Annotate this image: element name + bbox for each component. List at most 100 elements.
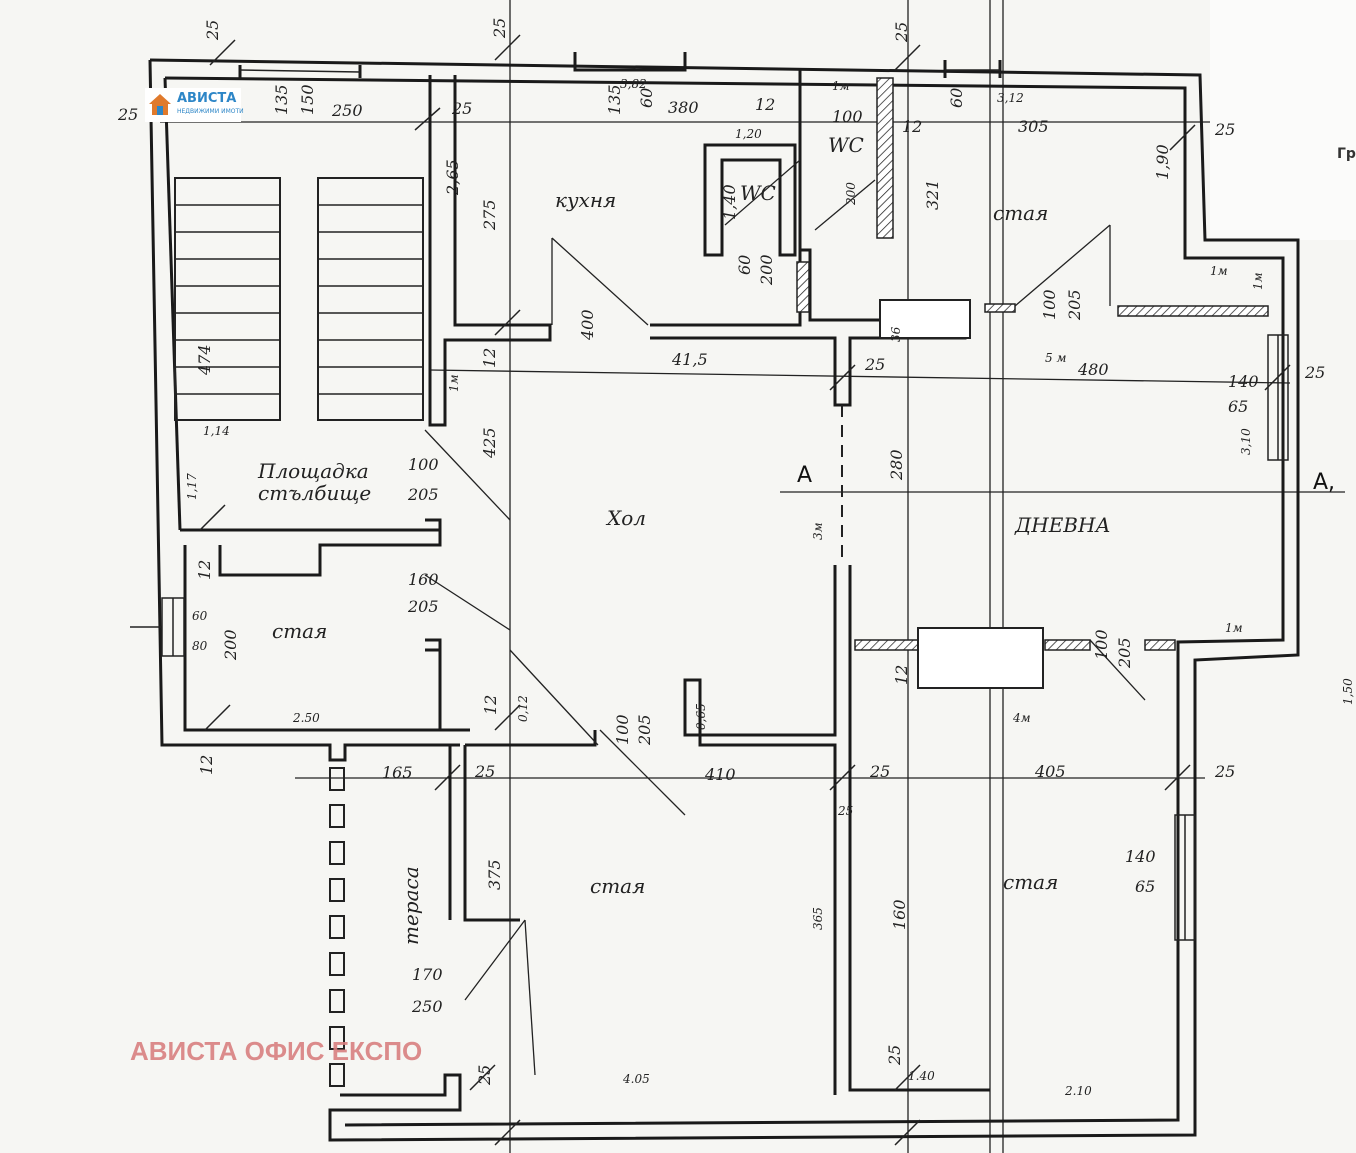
dim-label: 4м: [1012, 711, 1031, 725]
dimension-labels: 25 135 150 250 25 2,65 275 135 3,82 380 …: [117, 18, 1355, 1098]
dim-label: 25: [1214, 762, 1235, 781]
dim-label: 150: [298, 84, 317, 115]
dim-label: 41,5: [671, 350, 708, 369]
dim-label: 2.10: [1064, 1084, 1092, 1098]
terrace-label: тераса: [399, 866, 423, 945]
dim-label: 0,65: [694, 703, 708, 730]
stairs-label: стълбище: [258, 481, 371, 505]
dim-label: 400: [578, 309, 597, 341]
terrace-columns: [329, 767, 345, 1087]
room-top-right-label: стая: [993, 201, 1048, 225]
dim-label: 1.40: [908, 1069, 935, 1083]
dim-label: 1м: [832, 79, 850, 93]
dim-label: 4.05: [622, 1072, 650, 1086]
dim-label: 250: [411, 997, 443, 1016]
dim-label: 60: [637, 88, 656, 108]
dim-label: 12: [892, 665, 911, 685]
dim-label: 280: [887, 449, 906, 481]
dim-label: 250: [331, 101, 363, 120]
section-mark-right: А,: [1313, 470, 1335, 495]
dim-label: 1,90: [1153, 144, 1172, 180]
dim-label: 80: [192, 639, 208, 653]
dim-label: 1м: [1210, 264, 1228, 278]
dim-label: 410: [704, 765, 736, 784]
hatched-walls: [796, 77, 1269, 689]
windows: [161, 69, 1289, 941]
dim-label: 3,10: [1239, 428, 1253, 455]
outer-walls: [148, 58, 1300, 1142]
dim-label: 474: [195, 344, 214, 376]
dim-label: 3,12: [997, 91, 1024, 105]
dim-label: 25: [837, 804, 853, 818]
side-note-fragment: Гр: [1337, 146, 1356, 162]
dim-label: 160: [408, 570, 439, 589]
dim-label: 170: [412, 965, 443, 984]
dim-label: 3м: [811, 522, 825, 540]
dim-label: 275: [480, 199, 499, 231]
dim-label: 100: [408, 455, 439, 474]
dim-label: 5 м: [1045, 351, 1066, 365]
dim-label: 65: [1228, 397, 1248, 416]
dim-label: 12: [755, 95, 775, 114]
dim-label: 36: [889, 326, 903, 342]
dim-label: 100: [832, 107, 863, 126]
dim-label: 1,17: [185, 473, 199, 500]
logo-subtitle: НЕДВИЖИМИ ИМОТИ: [177, 108, 244, 115]
dim-label: 25: [1304, 363, 1325, 382]
dim-label: 1,20: [735, 127, 762, 141]
dim-label: 12: [195, 560, 214, 580]
room-left-label: стая: [272, 619, 327, 643]
dim-label: 1м: [447, 374, 461, 392]
dim-label: 12: [197, 755, 216, 775]
interior-walls: [218, 52, 1002, 1095]
watermark-text: АВИСТА ОФИС ЕКСПО: [130, 1036, 423, 1066]
dim-label: 65: [1135, 877, 1155, 896]
dim-label: 140: [1125, 847, 1156, 866]
section-mark-left: А: [797, 463, 812, 488]
dim-label: 200: [757, 254, 776, 286]
dim-label: 60: [192, 609, 208, 623]
dim-label: 25: [885, 1045, 904, 1066]
dim-label: 60: [735, 255, 754, 275]
dim-label: 0,12: [516, 695, 530, 722]
door-swings: [424, 159, 1146, 1076]
hall-label: Хол: [605, 506, 646, 530]
dim-label: 12: [481, 695, 500, 715]
dim-label: 25: [1214, 120, 1235, 139]
landing-label: Площадка: [257, 459, 369, 483]
dim-label: 100: [1040, 289, 1059, 320]
dim-label: 12: [902, 117, 922, 136]
dim-label: 425: [480, 427, 499, 459]
axis-lines: [160, 0, 1345, 1153]
dim-label: 205: [635, 714, 654, 746]
living-room-label: ДНЕВНА: [1014, 513, 1111, 537]
dim-label: 200: [221, 629, 240, 661]
room-bottom-right-label: стая: [1003, 870, 1058, 894]
house-icon: [149, 94, 171, 115]
dim-label: 60: [947, 88, 966, 108]
dim-label: 321: [923, 179, 942, 210]
dim-label: 25: [117, 105, 138, 124]
dim-label: 3,82: [620, 77, 647, 91]
dim-label: 375: [485, 859, 504, 890]
room-wc1-label: WC: [740, 181, 776, 205]
room-wc2-label: WC: [828, 133, 864, 157]
dim-label: 25: [869, 762, 890, 781]
dim-label: 25: [203, 20, 222, 41]
dim-label: 25: [451, 99, 472, 118]
room-kitchen-label: кухня: [555, 188, 616, 212]
dim-label: 480: [1077, 360, 1109, 379]
dimension-ticks: [199, 34, 1291, 1146]
logo-name: АВИСТА: [177, 91, 237, 106]
dim-label: 135: [605, 84, 624, 115]
avista-logo: АВИСТА НЕДВИЖИМИ ИМОТИ: [145, 88, 244, 122]
dim-label: 200: [844, 182, 858, 206]
dim-label: 135: [272, 84, 291, 115]
dim-label: 165: [382, 763, 413, 782]
dim-label: 205: [407, 597, 439, 616]
dim-label: 25: [892, 22, 911, 43]
dim-label: 25: [490, 18, 509, 39]
dim-label: 25: [474, 762, 495, 781]
dim-label: 1м: [1225, 621, 1243, 635]
dim-label: 305: [1018, 117, 1049, 136]
